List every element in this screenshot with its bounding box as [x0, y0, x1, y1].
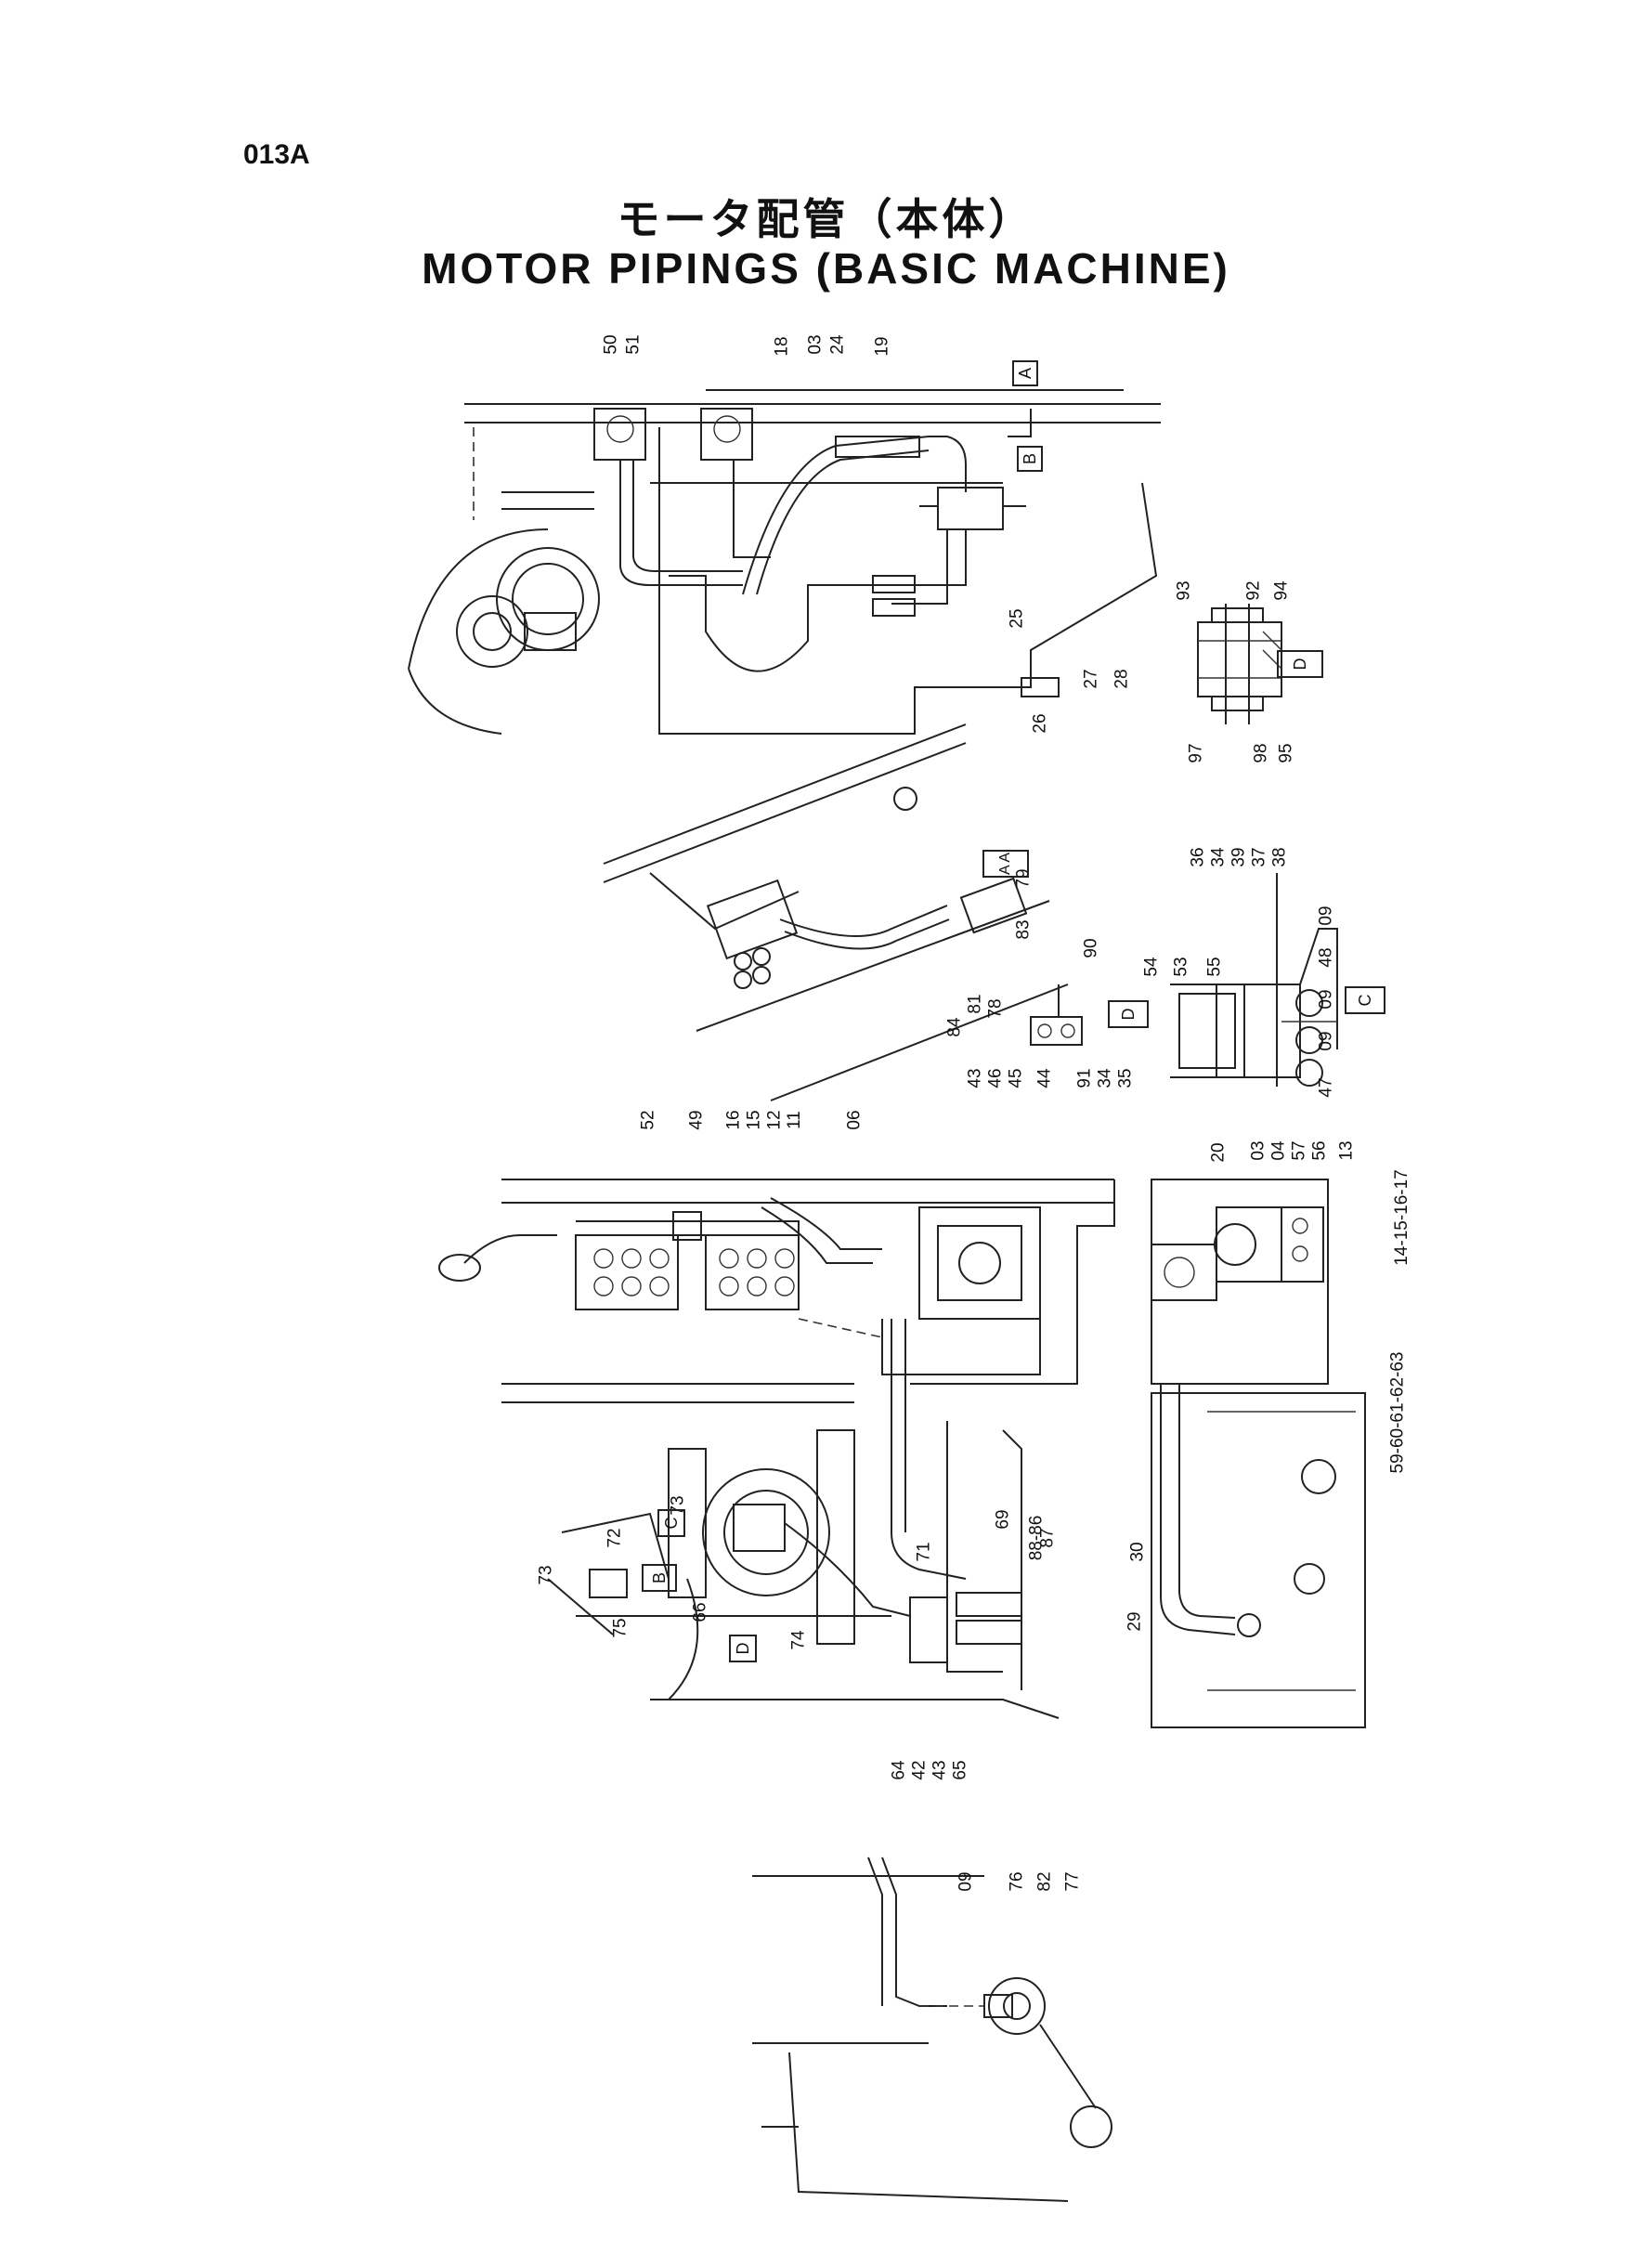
title-english: MOTOR PIPINGS (BASIC MACHINE) — [422, 244, 1230, 293]
bottom-assembly-drawing — [752, 1857, 1112, 2202]
callout-label: 03 — [805, 334, 826, 355]
callout-label: 72 — [605, 1528, 625, 1548]
callout-label: 91 — [1074, 1068, 1095, 1088]
callout-label: 95 — [1276, 743, 1296, 763]
callout-label: 93 — [1174, 580, 1194, 601]
callout-label: 27 — [1081, 669, 1101, 689]
callout-label: 04 — [1268, 1140, 1289, 1161]
callout-label: 98 — [1251, 743, 1271, 763]
view-tag-aa: A A — [982, 850, 1029, 878]
callout-label: 73 — [536, 1565, 556, 1585]
callout-label: 49 — [686, 1110, 707, 1130]
callout-label: 97 — [1186, 743, 1206, 763]
view-tag-b: D — [729, 1635, 757, 1662]
callout-label: 94 — [1271, 580, 1292, 601]
view-c-drawing — [1170, 873, 1338, 1087]
view-tag-d: B — [1017, 446, 1043, 472]
callout-label: 42 — [909, 1760, 930, 1780]
title-japanese: モータ配管（本体） — [617, 194, 1035, 244]
callout-label: 92 — [1243, 580, 1264, 601]
callout-label: 34 — [1208, 847, 1229, 867]
callout-label: 16 — [723, 1110, 744, 1130]
right-middle-drawing — [1151, 1179, 1366, 1728]
view-tag-c: C — [1345, 986, 1385, 1014]
callout-label: 09 — [1316, 989, 1336, 1010]
callout-label: 84 — [944, 1017, 965, 1037]
callout-label: 09 — [956, 1871, 976, 1892]
callout-label: 28 — [1112, 669, 1132, 689]
callout-label: 39 — [1229, 847, 1249, 867]
callout-label: 25 — [1007, 608, 1027, 629]
callout-label: 37 — [1249, 847, 1269, 867]
callout-label: 53 — [1171, 957, 1191, 977]
callout-label: 19 — [872, 336, 892, 357]
callout-label: 69 — [993, 1509, 1013, 1530]
middle-assembly-drawing — [438, 1179, 1115, 1719]
callout-label: 36 — [1188, 847, 1208, 867]
callout-label: 78 — [985, 998, 1006, 1019]
callout-label: 55 — [1204, 957, 1225, 977]
callout-label: 09 — [1316, 905, 1336, 926]
callout-label: 50 — [601, 334, 621, 355]
callout-label: 12 — [764, 1110, 785, 1130]
callout-label: 14-15-16-17 — [1391, 1169, 1411, 1266]
callout-label: 46 — [985, 1068, 1006, 1088]
callout-label: 38 — [1269, 847, 1290, 867]
callout-label: 09 — [1316, 1031, 1336, 1051]
callout-label: 29 — [1125, 1611, 1145, 1632]
callout-label: 59-60-61-62-63 — [1387, 1351, 1408, 1474]
callout-label: 24 — [827, 334, 848, 355]
callout-label: 45 — [1006, 1068, 1026, 1088]
callout-label: 34 — [1095, 1068, 1115, 1088]
callout-label: 18 — [772, 336, 792, 357]
callout-label: 43 — [930, 1760, 950, 1780]
callout-label: 20 — [1208, 1142, 1229, 1163]
section-aa-drawing — [603, 723, 1069, 1101]
detail-d-bolt — [1197, 604, 1282, 724]
callout-label: 51 — [623, 334, 644, 355]
callout-label: 44 — [1034, 1068, 1055, 1088]
callout-label: 13 — [1336, 1140, 1357, 1161]
callout-label: 82 — [1034, 1871, 1055, 1892]
view-tag-b-box: B — [642, 1564, 677, 1592]
callout-label: 65 — [950, 1760, 970, 1780]
callout-label: 71 — [914, 1542, 934, 1562]
top-assembly-drawing — [408, 389, 1161, 735]
callout-label: 64 — [889, 1760, 909, 1780]
callout-label: 56 — [1309, 1140, 1330, 1161]
callout-label: 87 — [1037, 1528, 1058, 1548]
page-code: 013A — [243, 139, 310, 170]
callout-label: 06 — [844, 1110, 865, 1130]
callout-label: 48 — [1316, 947, 1336, 968]
callout-label: 90 — [1081, 938, 1101, 958]
detail-d-small — [1030, 984, 1083, 1046]
callout-label: 81 — [965, 994, 985, 1014]
callout-label: 52 — [638, 1110, 658, 1130]
callout-label: 30 — [1127, 1542, 1148, 1562]
view-tag-a-lower: C — [657, 1509, 685, 1537]
callout-label: 11 — [784, 1111, 804, 1129]
callout-label: 54 — [1141, 957, 1162, 977]
callout-label: 47 — [1316, 1077, 1336, 1098]
callout-label: 43 — [965, 1068, 985, 1088]
callout-label: 75 — [610, 1618, 631, 1638]
callout-label: 57 — [1289, 1140, 1309, 1161]
callout-label: 26 — [1030, 713, 1050, 734]
callout-label: 74 — [788, 1630, 809, 1650]
view-tag-a: A — [1012, 360, 1038, 386]
callout-label: 83 — [1013, 919, 1034, 940]
view-tag-d-detail: D — [1277, 650, 1323, 678]
callout-label: 03 — [1248, 1140, 1268, 1161]
view-tag-d-small: D — [1108, 1000, 1149, 1028]
callout-label: 66 — [690, 1602, 710, 1622]
callout-label: 35 — [1115, 1068, 1136, 1088]
callout-label: 77 — [1062, 1871, 1083, 1892]
callout-label: 76 — [1007, 1871, 1027, 1892]
callout-label: 15 — [744, 1110, 764, 1130]
